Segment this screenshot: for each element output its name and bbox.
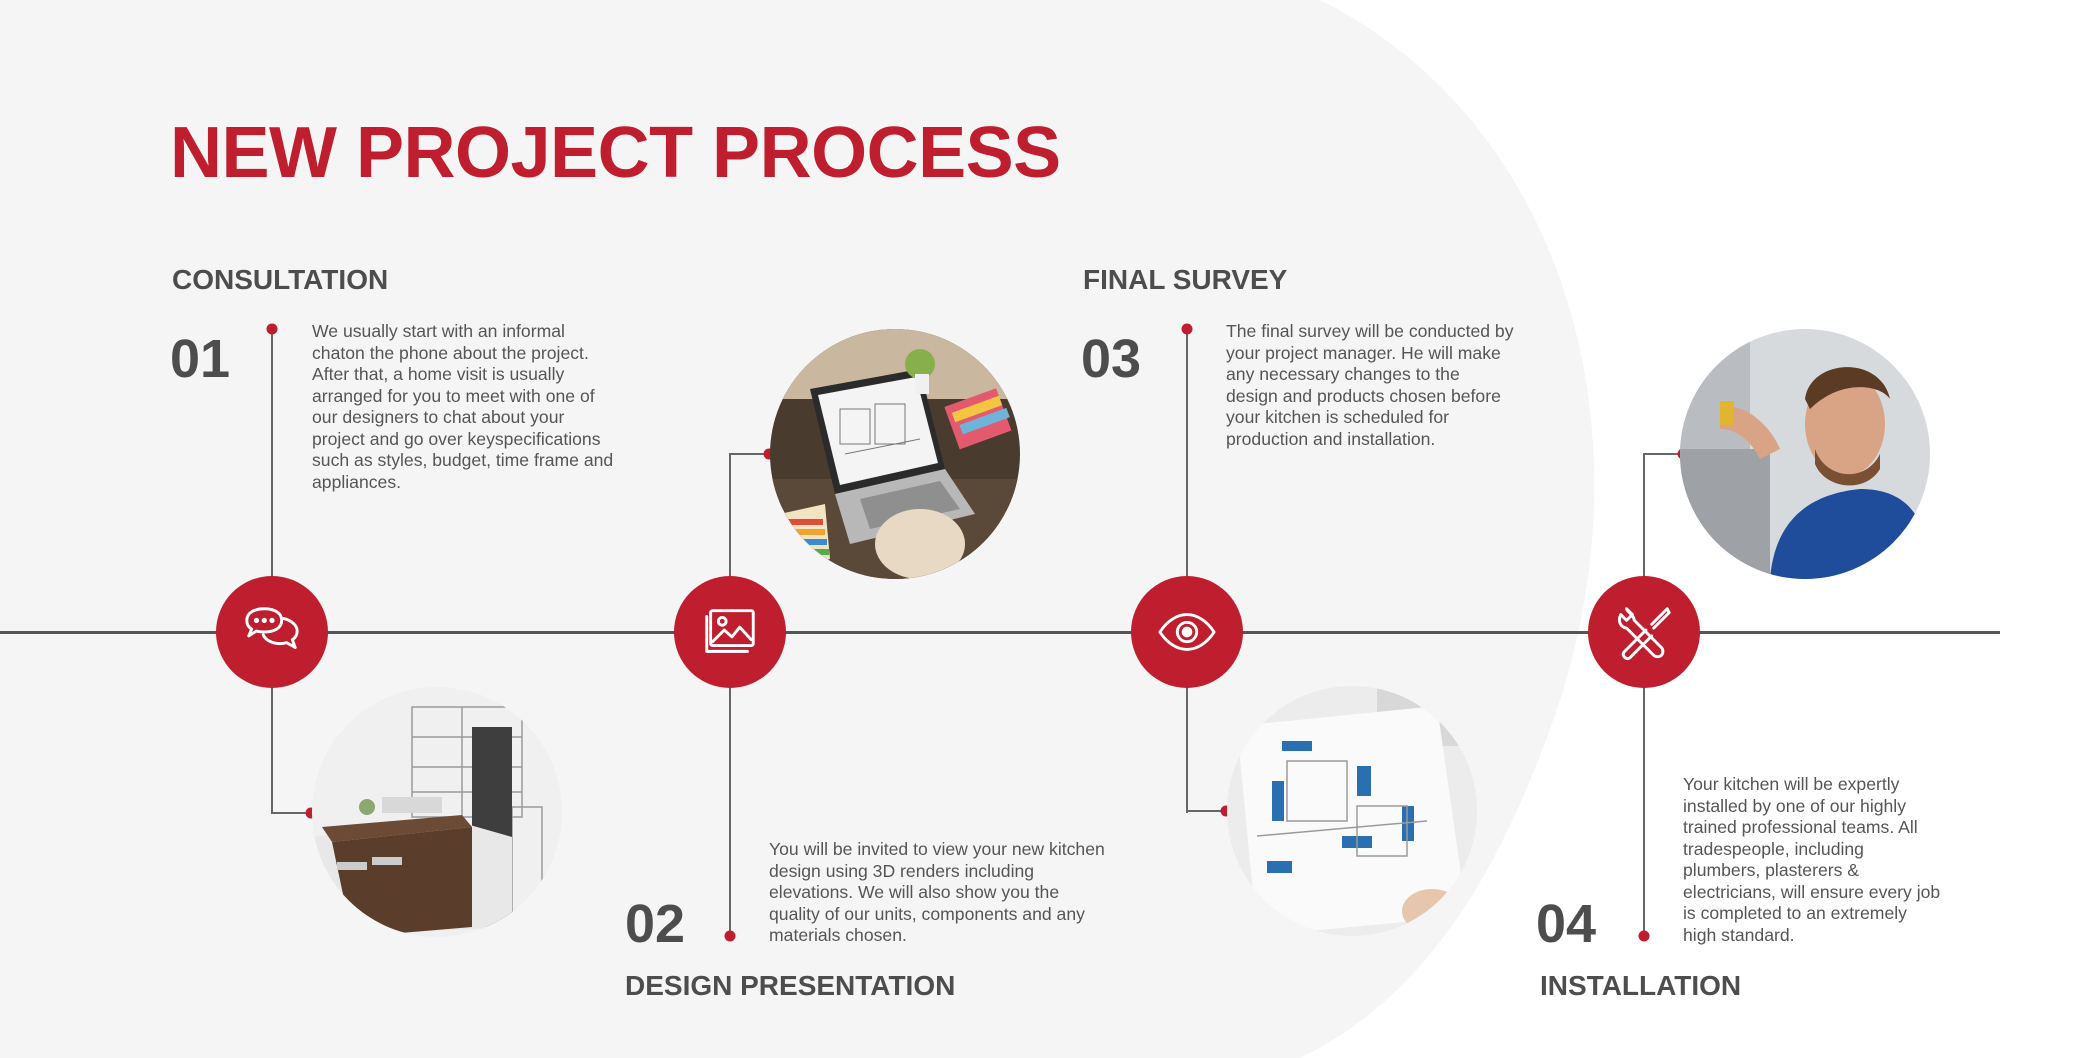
step-1-connector bbox=[271, 328, 273, 814]
step-3-text-dot bbox=[1181, 323, 1193, 335]
step-3-photo-connector bbox=[1186, 810, 1226, 812]
step-1-icon-circle bbox=[216, 576, 328, 688]
eye-icon bbox=[1158, 613, 1216, 651]
step-1-text-dot bbox=[266, 323, 278, 335]
step-2-photo-connector bbox=[729, 453, 769, 455]
step-3-description: The final survey will be conducted by yo… bbox=[1226, 321, 1514, 449]
speech-bubbles-icon bbox=[245, 607, 299, 649]
step-2-photo bbox=[770, 329, 1020, 579]
step-4-photo-connector bbox=[1643, 453, 1683, 455]
step-1-photo-connector bbox=[271, 812, 311, 814]
step-1-photo bbox=[312, 687, 562, 937]
step-4-number: 04 bbox=[1536, 894, 1597, 954]
step-2-heading: DESIGN PRESENTATION bbox=[625, 970, 956, 1001]
step-1-photo-dot bbox=[305, 807, 317, 819]
step-3-photo-dot bbox=[1220, 805, 1232, 817]
step-4-description: Your kitchen will be expertly installed … bbox=[1683, 774, 1941, 945]
installer-photo bbox=[1680, 329, 1930, 579]
floor-plan-photo bbox=[1227, 686, 1477, 936]
kitchen-sketch-render-photo bbox=[312, 687, 562, 937]
step-4-heading: INSTALLATION bbox=[1540, 970, 1742, 1001]
timeline-line bbox=[0, 631, 2000, 634]
step-4-text-dot bbox=[1638, 930, 1650, 942]
image-gallery-icon bbox=[705, 609, 755, 653]
step-3-photo bbox=[1227, 686, 1477, 936]
step-3-icon-circle bbox=[1131, 576, 1243, 688]
step-3-connector bbox=[1186, 328, 1188, 813]
step-1-heading: CONSULTATION bbox=[172, 264, 389, 295]
step-3-number: 03 bbox=[1081, 329, 1142, 389]
step-2-number: 02 bbox=[625, 894, 686, 954]
tools-icon bbox=[1618, 607, 1671, 661]
step-1-number: 01 bbox=[170, 329, 231, 389]
step-1-description: We usually start with an informal chaton… bbox=[312, 321, 614, 492]
laptop-design-photo bbox=[770, 329, 1020, 579]
step-2-description: You will be invited to view your new kit… bbox=[769, 839, 1105, 945]
step-2-connector bbox=[729, 453, 731, 937]
step-4-connector bbox=[1643, 453, 1645, 937]
step-3-heading: FINAL SURVEY bbox=[1083, 264, 1288, 295]
step-2-text-dot bbox=[724, 930, 736, 942]
step-4-photo bbox=[1680, 329, 1930, 579]
step-4-icon-circle bbox=[1588, 576, 1700, 688]
step-2-photo-dot bbox=[763, 448, 775, 460]
page-title: NEW PROJECT PROCESS bbox=[170, 113, 1061, 193]
step-2-icon-circle bbox=[674, 576, 786, 688]
